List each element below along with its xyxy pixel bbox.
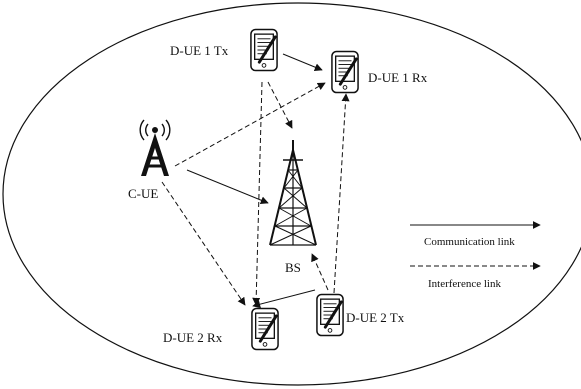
interference-links xyxy=(161,81,350,306)
bs-tower-icon xyxy=(269,140,317,246)
label-c-ue: C-UE xyxy=(128,186,158,201)
interf-due2tx-due1rx xyxy=(333,93,350,294)
label-d-ue-2-tx: D-UE 2 Tx xyxy=(346,310,405,325)
d-ue-2-tx-device-icon xyxy=(316,292,344,338)
c-ue-antenna-icon xyxy=(139,119,171,176)
interf-cue-due1rx xyxy=(174,82,326,167)
communication-links xyxy=(186,53,323,309)
label-d-ue-1-tx: D-UE 1 Tx xyxy=(170,43,229,58)
d-ue-2-rx-device-icon xyxy=(251,306,279,352)
interf-due1tx-due2rx xyxy=(252,81,263,306)
interf-due2tx-bs xyxy=(311,253,329,291)
d-ue-1-rx-device-icon xyxy=(331,49,359,95)
legend-interference-label: Interference link xyxy=(428,278,501,290)
link-cue-bs xyxy=(186,169,269,204)
link-due2tx-due2rx xyxy=(252,289,316,309)
d-ue-1-tx-device-icon xyxy=(250,27,278,73)
link-due1tx-due1rx xyxy=(282,53,323,71)
label-bs: BS xyxy=(285,260,301,275)
label-d-ue-1-rx: D-UE 1 Rx xyxy=(368,70,428,85)
interf-cue-due2rx xyxy=(161,181,246,306)
legend: Communication link Interference link xyxy=(410,221,541,290)
label-d-ue-2-rx: D-UE 2 Rx xyxy=(163,330,223,345)
interf-due1tx-bs xyxy=(267,81,293,129)
legend-communication-label: Communication link xyxy=(424,236,515,248)
